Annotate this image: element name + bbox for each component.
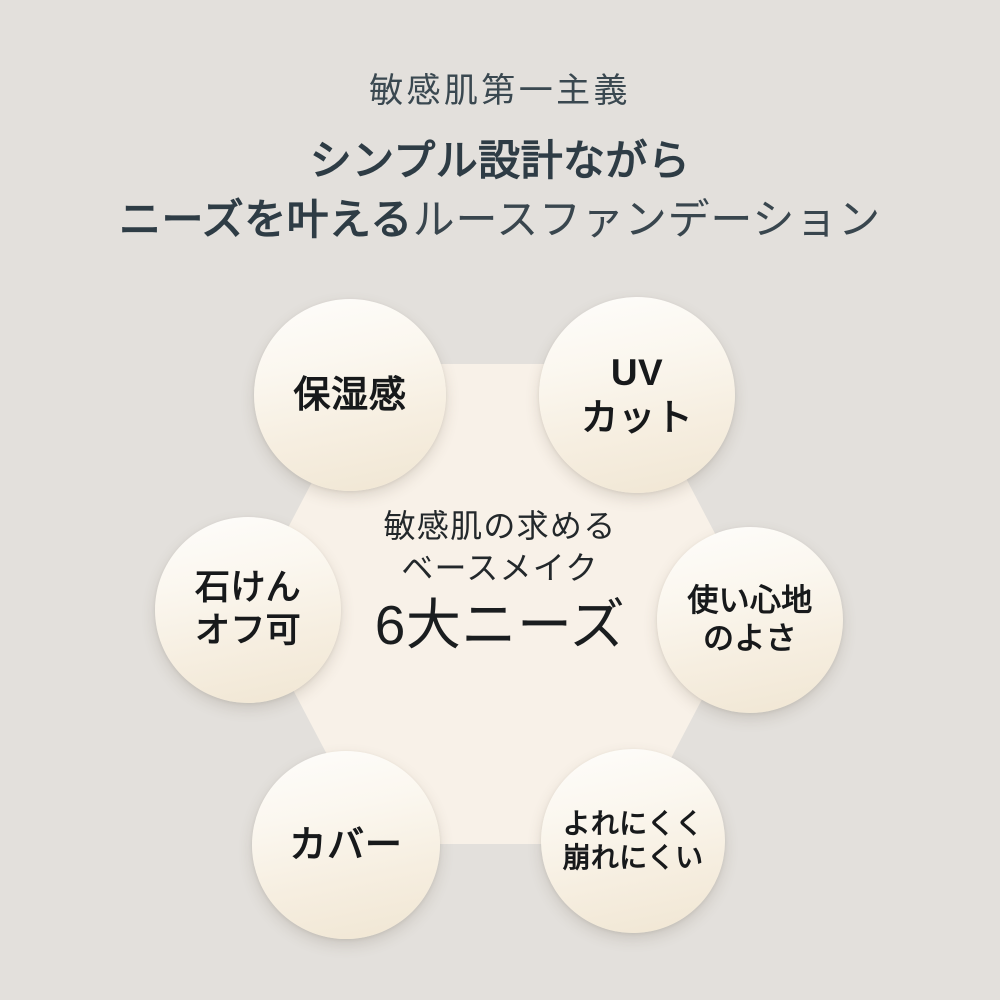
bubble-soap-off-label: 石けん オフ可 xyxy=(195,567,301,652)
bubble-long-lasting[interactable]: よれにくく 崩れにくい xyxy=(541,749,725,933)
bubble-long-lasting-label: よれにくく 崩れにくい xyxy=(563,807,704,875)
bubble-cover-label: カバー xyxy=(289,822,402,867)
bubble-cover[interactable]: カバー xyxy=(252,751,440,939)
bubble-comfort[interactable]: 使い心地 のよさ xyxy=(657,527,843,713)
bubble-comfort-label: 使い心地 のよさ xyxy=(687,582,812,658)
bubble-uv-cut-line-1: UV xyxy=(610,351,664,393)
bubble-soap-off[interactable]: 石けん オフ可 xyxy=(155,517,341,703)
bubble-soap-off-line-2: オフ可 xyxy=(194,611,302,650)
bubble-soap-off-line-1: 石けん xyxy=(194,568,302,608)
bubble-long-lasting-line-1: よれにくく xyxy=(562,807,704,839)
bubble-cover-line-1: カバー xyxy=(289,824,403,866)
headline-line-1: シンプル設計ながら xyxy=(309,136,691,184)
bubble-long-lasting-line-2: 崩れにくい xyxy=(562,842,704,873)
center-label: 敏感肌の求める ベースメイク 6大ニーズ xyxy=(250,505,750,658)
bubble-comfort-line-2: のよさ xyxy=(703,621,797,656)
bubble-uv-cut-label: UV カット xyxy=(581,350,693,440)
bubble-comfort-line-1: 使い心地 xyxy=(687,583,813,619)
bubble-moisture-line-1: 保湿感 xyxy=(293,374,407,416)
headline: シンプル設計ながら ニーズを叶えるルースファンデーション xyxy=(0,131,1000,250)
headline-line-2-thin: ルースファンデーション xyxy=(412,196,881,244)
headline-line-2: ニーズを叶えるルースファンデーション xyxy=(0,190,1000,250)
header-block: 敏感肌第一主義 シンプル設計ながら ニーズを叶えるルースファンデーション xyxy=(0,0,1000,250)
center-line-1: 敏感肌の求める xyxy=(383,508,617,544)
center-line-2: ベースメイク xyxy=(401,550,599,587)
center-line-3: 6大ニーズ xyxy=(374,594,626,657)
headline-line-2-bold: ニーズを叶える xyxy=(119,196,413,244)
bubble-moisture[interactable]: 保湿感 xyxy=(254,299,446,491)
bubble-uv-cut[interactable]: UV カット xyxy=(539,297,735,493)
bubble-moisture-label: 保湿感 xyxy=(293,372,406,417)
bubble-uv-cut-line-2: カット xyxy=(580,397,694,438)
eyebrow-text: 敏感肌第一主義 xyxy=(369,72,631,110)
